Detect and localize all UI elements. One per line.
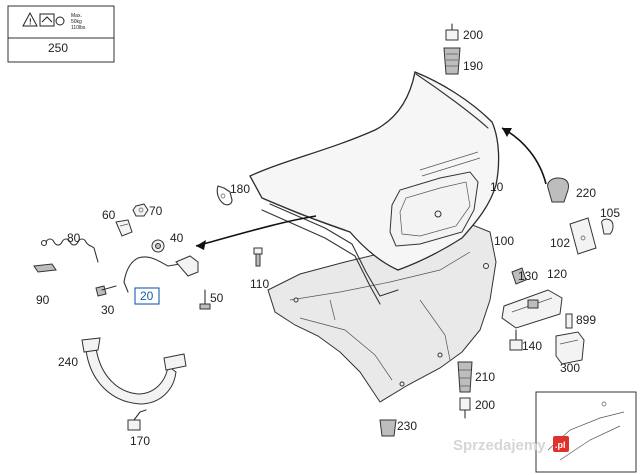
bolt-30 [95,285,117,297]
arrow-stopper-to-lid [501,127,547,185]
switch-899 [565,313,573,329]
inset-overview [535,391,637,473]
callout-200-top: 200 [463,28,483,42]
warning-triangle-icon: ! [22,11,38,27]
watermark-badge-text: .pl [555,440,566,450]
callout-130: 130 [518,269,538,283]
buffer-90 [33,263,57,273]
callout-30: 30 [101,303,115,317]
stopper-220 [547,177,569,203]
trunk-lid-10 [249,71,500,305]
fastener-110 [253,247,263,267]
callout-180: 180 [230,182,250,196]
callout-140: 140 [522,339,542,353]
cap-200-bottom [459,397,471,419]
callout-105: 105 [600,206,620,220]
callout-200-bottom: 200 [475,398,495,412]
callout-40: 40 [170,231,184,245]
callout-230: 230 [397,419,417,433]
callout-120: 120 [547,267,567,281]
warning-lbs: 110lbs [71,25,86,31]
callout-300: 300 [560,361,580,375]
callout-210: 210 [475,370,495,384]
callout-102: 102 [550,236,570,250]
callout-box-20 [134,287,160,305]
spring-80 [40,238,99,263]
trunk-load-icon [39,13,65,27]
callout-240: 240 [58,355,78,369]
striker-130 [511,267,527,285]
callout-110: 110 [250,277,269,291]
actuator-300 [555,331,585,365]
watermark: Sprzedajemy .pl [453,436,569,454]
nut-140 [509,329,523,351]
warning-max: Max. [71,13,82,19]
warning-kg: 50kg [71,19,82,25]
callout-80: 80 [67,231,81,245]
buffer-190 [443,47,461,75]
callout-70: 70 [149,204,163,218]
bracket-60 [115,219,133,237]
cap-105 [601,218,614,235]
bumper-230 [379,419,397,437]
arrow-lid-to-cable [195,215,317,250]
bushing-40 [151,239,165,253]
callout-190: 190 [463,59,483,73]
bracket-102 [569,217,597,255]
callout-90: 90 [36,293,50,307]
callout-10: 10 [490,180,504,194]
callout-220: 220 [576,186,596,200]
latch-120 [501,289,563,329]
callout-20: 20 [140,289,154,303]
strap-240 [81,337,187,405]
nut-70 [132,203,149,217]
clip-180 [216,185,233,206]
warning-label: ! Max. 50kg 110lbs 250 [7,5,115,63]
cap-200-top [445,23,459,41]
svg-text:!: ! [29,18,32,27]
watermark-text: Sprzedajemy [453,437,546,454]
callout-250: 250 [48,41,68,55]
callout-899: 899 [576,313,596,327]
bolt-50 [199,289,211,310]
callout-170: 170 [130,434,150,448]
fastener-170 [127,409,147,431]
watermark-badge [553,436,569,452]
callout-60: 60 [102,208,116,222]
callout-50: 50 [210,291,224,305]
buffer-210 [457,361,473,393]
cable-assembly-20 [123,255,199,305]
license-plate-recess [389,171,479,247]
callout-100: 100 [494,234,514,248]
